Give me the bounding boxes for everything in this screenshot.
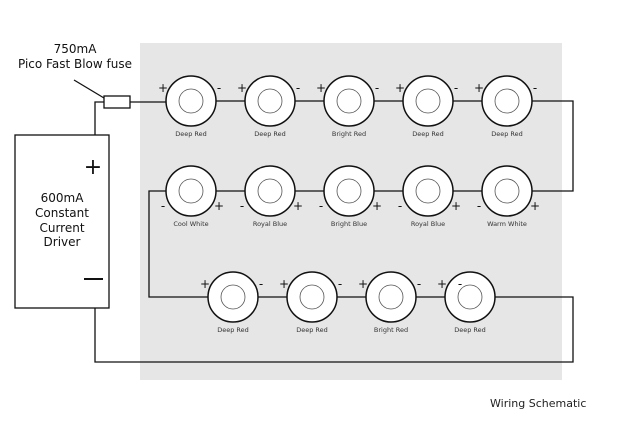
led-positive-terminal: + xyxy=(200,277,210,291)
led-label: Deep Red xyxy=(491,130,523,138)
led-negative-terminal: - xyxy=(217,81,221,95)
led-positive-terminal: + xyxy=(316,81,326,95)
led: Royal Blue + - xyxy=(398,165,461,228)
wire-driver-to-fuse xyxy=(94,101,104,135)
led-positive-terminal: + xyxy=(395,81,405,95)
led-negative-terminal: - xyxy=(458,277,462,291)
led-positive-terminal: + xyxy=(372,199,382,213)
led-positive-terminal: + xyxy=(214,199,224,213)
led-lens xyxy=(257,88,283,114)
led-lens xyxy=(415,178,441,204)
led-lens xyxy=(494,178,520,204)
led-positive-terminal: + xyxy=(530,199,540,213)
led-label: Royal Blue xyxy=(253,220,287,228)
driver-label-line-2: Constant xyxy=(35,206,89,220)
led: Deep Red + - xyxy=(279,271,342,334)
led-negative-terminal: - xyxy=(319,199,323,213)
led: Cool White + - xyxy=(161,165,224,228)
led-lens xyxy=(415,88,441,114)
led-label: Deep Red xyxy=(412,130,444,138)
led-negative-terminal: - xyxy=(533,81,537,95)
led-positive-terminal: + xyxy=(358,277,368,291)
led-label: Deep Red xyxy=(175,130,207,138)
led-label: Deep Red xyxy=(454,326,486,334)
fuse-rating-label: 750mA xyxy=(54,42,98,56)
led-label: Deep Red xyxy=(296,326,328,334)
led-lens xyxy=(336,88,362,114)
led-lens xyxy=(494,88,520,114)
led-negative-terminal: - xyxy=(375,81,379,95)
led-negative-terminal: - xyxy=(398,199,402,213)
led-label: Bright Blue xyxy=(331,220,367,228)
led: Deep Red + - xyxy=(395,75,458,138)
fuse-type-label: Pico Fast Blow fuse xyxy=(18,57,132,71)
led-lens xyxy=(220,284,246,310)
led: Bright Blue + - xyxy=(319,165,382,228)
led: Royal Blue + - xyxy=(240,165,303,228)
led: Warm White+ - xyxy=(477,165,540,228)
driver-label-line-3: Current xyxy=(39,221,84,235)
led-positive-terminal: + xyxy=(158,81,168,95)
led-lens xyxy=(378,284,404,310)
led-lens xyxy=(336,178,362,204)
led-label: Bright Red xyxy=(374,326,408,334)
led-negative-terminal: - xyxy=(454,81,458,95)
led-label: Warm White xyxy=(487,220,527,228)
led-lens xyxy=(299,284,325,310)
fuse xyxy=(103,95,131,109)
led: Deep Red + - xyxy=(237,75,300,138)
led-lens xyxy=(178,178,204,204)
led-negative-terminal: - xyxy=(240,199,244,213)
led-negative-terminal: - xyxy=(296,81,300,95)
led-label: Royal Blue xyxy=(411,220,445,228)
led-negative-terminal: - xyxy=(417,277,421,291)
led-negative-terminal: - xyxy=(338,277,342,291)
led-label: Deep Red xyxy=(217,326,249,334)
led: Deep Red +- xyxy=(437,271,496,334)
led: Deep Red + - xyxy=(200,271,263,334)
led-lens xyxy=(257,178,283,204)
led-lens xyxy=(178,88,204,114)
driver-plus-terminal: + xyxy=(84,155,102,180)
fuse-leader-line xyxy=(73,79,105,99)
led: Bright Red + - xyxy=(358,271,421,334)
led-positive-terminal: + xyxy=(279,277,289,291)
led: Deep Red + - xyxy=(474,75,537,138)
led: Bright Red + - xyxy=(316,75,379,138)
led-array: Deep Red+-Deep Red+-Bright Red+-Deep Red… xyxy=(158,75,540,334)
led-label: Deep Red xyxy=(254,130,286,138)
diagram-caption: Wiring Schematic xyxy=(490,397,586,410)
led-positive-terminal: + xyxy=(437,277,447,291)
led-negative-terminal: - xyxy=(161,199,165,213)
led-positive-terminal: + xyxy=(293,199,303,213)
led-label: Bright Red xyxy=(332,130,366,138)
driver-label-line-1: 600mA xyxy=(41,191,85,205)
led-positive-terminal: + xyxy=(237,81,247,95)
led-positive-terminal: + xyxy=(451,199,461,213)
led: Deep Red + - xyxy=(158,75,221,138)
led-negative-terminal: - xyxy=(259,277,263,291)
led-label: Cool White xyxy=(173,220,208,228)
driver-label-line-4: Driver xyxy=(44,235,81,249)
led-negative-terminal: - xyxy=(477,199,481,213)
led-positive-terminal: + xyxy=(474,81,484,95)
led-lens xyxy=(457,284,483,310)
